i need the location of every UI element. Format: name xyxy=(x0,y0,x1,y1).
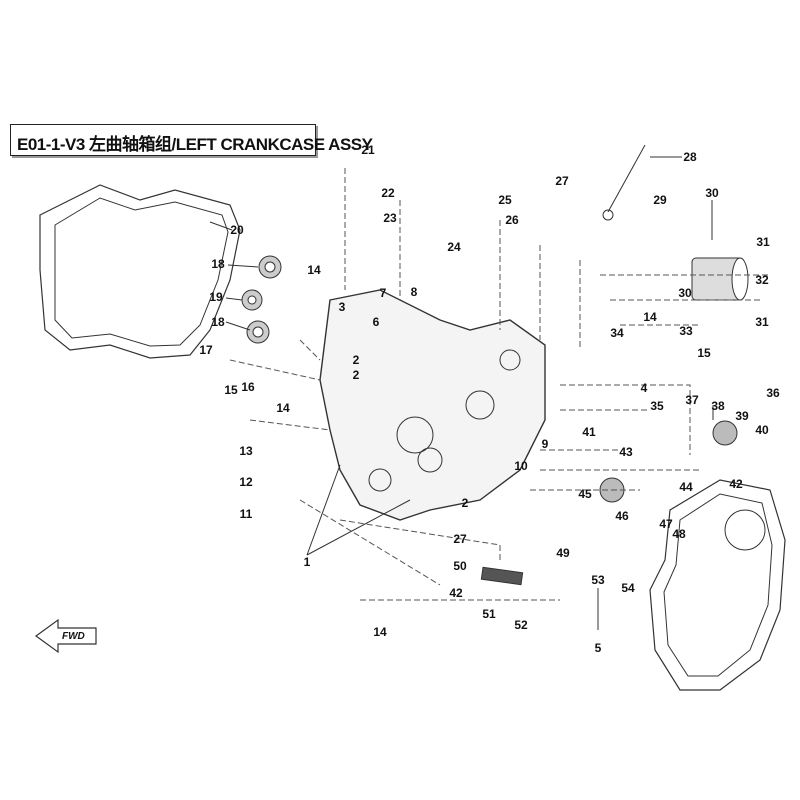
callout-number: 44 xyxy=(679,480,693,494)
callout-number: 20 xyxy=(230,223,244,237)
bearing-bore xyxy=(417,447,443,473)
callout-number: 2 xyxy=(352,353,360,367)
callout-number: 14 xyxy=(307,263,321,277)
callout-number: 29 xyxy=(653,193,667,207)
callout-number: 7 xyxy=(379,286,387,300)
callout-number: 10 xyxy=(514,459,528,473)
leader-lines xyxy=(229,168,770,601)
callout-number: 15 xyxy=(224,383,238,397)
callout-number: 42 xyxy=(729,477,743,491)
callout-number: 4 xyxy=(640,381,648,395)
bearing-bore xyxy=(368,468,392,492)
callout-number: 6 xyxy=(372,315,380,329)
callout-number: 11 xyxy=(239,507,253,521)
oil-filter-end xyxy=(731,257,749,301)
callout-number: 51 xyxy=(482,607,496,621)
callout-number: 27 xyxy=(555,174,569,188)
callout-number: 28 xyxy=(683,150,697,164)
crankcase-body xyxy=(319,289,546,521)
callout-number: 38 xyxy=(711,399,725,413)
cover-gasket-right xyxy=(649,479,786,691)
callout-number: 15 xyxy=(697,346,711,360)
callout-number: 18 xyxy=(211,315,225,329)
callout-number: 35 xyxy=(650,399,664,413)
callout-number: 47 xyxy=(659,517,673,531)
callout-number: 43 xyxy=(619,445,633,459)
callout-number: 50 xyxy=(453,559,467,573)
callout-number: 27 xyxy=(453,532,467,546)
callout-number: 2 xyxy=(461,496,469,510)
gasket-ring xyxy=(724,509,766,551)
callout-number: 33 xyxy=(679,324,693,338)
gear xyxy=(712,420,738,446)
fwd-arrow-icon xyxy=(34,618,97,654)
callout-number: 22 xyxy=(381,186,395,200)
callout-number: 14 xyxy=(373,625,387,639)
title-box: E01-1-V3 左曲轴箱组/LEFT CRANKCASE ASSY xyxy=(10,124,373,156)
callout-number: 12 xyxy=(239,475,253,489)
callout-number: 19 xyxy=(209,290,223,304)
callout-number: 54 xyxy=(621,581,635,595)
callout-number: 52 xyxy=(514,618,528,632)
callout-number: 48 xyxy=(672,527,686,541)
callout-number: 30 xyxy=(678,286,692,300)
callout-number: 17 xyxy=(199,343,213,357)
callout-number: 1 xyxy=(303,555,311,569)
callout-number: 14 xyxy=(643,310,657,324)
callout-number: 53 xyxy=(591,573,605,587)
cover-gasket-left-inner xyxy=(54,197,229,347)
callout-number: 23 xyxy=(383,211,397,225)
callout-number: 21 xyxy=(361,143,375,157)
callout-number: 14 xyxy=(276,401,290,415)
callout-number: 49 xyxy=(556,546,570,560)
callout-number: 39 xyxy=(735,409,749,423)
callout-number: 25 xyxy=(498,193,512,207)
callout-number: 8 xyxy=(410,285,418,299)
bearing-bore xyxy=(465,390,495,420)
callout-number: 40 xyxy=(755,423,769,437)
fwd-label: FWD xyxy=(62,631,85,642)
callout-number: 31 xyxy=(755,315,769,329)
callout-number: 2 xyxy=(352,368,360,382)
callout-number: 26 xyxy=(505,213,519,227)
callout-number: 9 xyxy=(541,437,549,451)
callout-number: 24 xyxy=(447,240,461,254)
callout-number: 5 xyxy=(594,641,602,655)
callout-number: 45 xyxy=(578,487,592,501)
callout-number: 46 xyxy=(615,509,629,523)
callout-number: 16 xyxy=(241,380,255,394)
dipstick xyxy=(607,144,646,213)
callout-number: 32 xyxy=(755,273,769,287)
callout-number: 30 xyxy=(705,186,719,200)
callout-number: 18 xyxy=(211,257,225,271)
callout-number: 41 xyxy=(582,425,596,439)
bearing-bore xyxy=(499,349,521,371)
callout-number: 31 xyxy=(756,235,770,249)
bearing-bore xyxy=(396,416,434,454)
callout-leaders xyxy=(209,156,714,630)
callout-number: 3 xyxy=(338,300,346,314)
callout-number: 34 xyxy=(610,326,624,340)
cover-gasket-left xyxy=(39,184,241,359)
oil-strainer xyxy=(480,566,524,586)
callout-number: 42 xyxy=(449,586,463,600)
diagram-title: E01-1-V3 左曲轴箱组/LEFT CRANKCASE ASSY xyxy=(17,135,373,154)
callout-number: 36 xyxy=(766,386,780,400)
callout-number: 37 xyxy=(685,393,699,407)
callout-number: 13 xyxy=(239,444,253,458)
cover-gasket-right-inner xyxy=(663,493,773,677)
